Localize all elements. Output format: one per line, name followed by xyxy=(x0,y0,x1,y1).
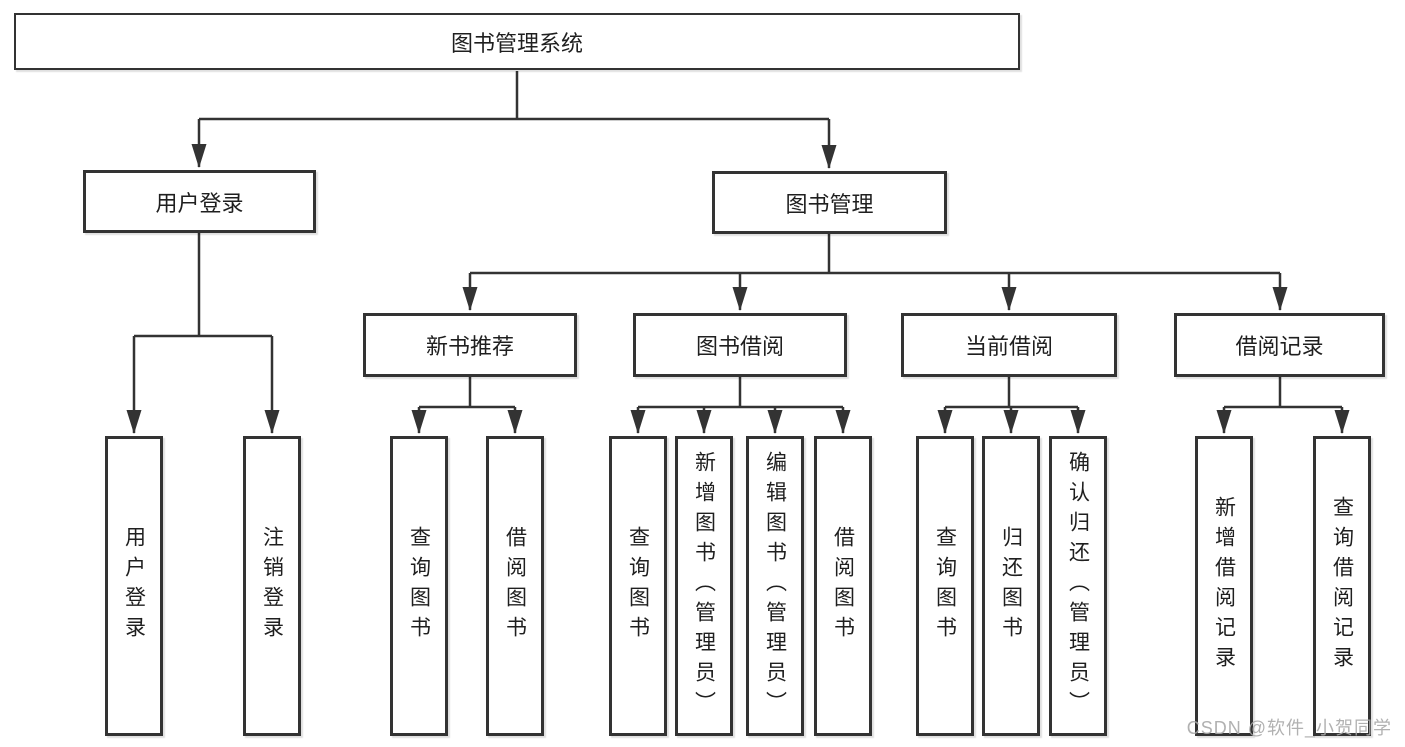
node-label: 查询图书 xyxy=(626,526,650,646)
node-label: 查询图书 xyxy=(407,526,431,646)
node-label: 新增借阅记录 xyxy=(1212,496,1236,676)
node-user-login: 用户登录 xyxy=(83,170,316,233)
node-label: 借阅图书 xyxy=(831,526,855,646)
node-label: 图书管理系统 xyxy=(450,30,583,56)
leaf-borrow-books: 借阅图书 xyxy=(814,436,872,736)
node-label: 图书管理 xyxy=(785,191,874,217)
leaf-query-books-current: 查询图书 xyxy=(916,436,974,736)
node-label: 用户登录 xyxy=(122,526,146,646)
node-label: 借阅记录 xyxy=(1235,334,1324,359)
node-label: 查询借阅记录 xyxy=(1330,496,1354,676)
node-label: 查询图书 xyxy=(933,526,957,646)
leaf-query-books-borrow: 查询图书 xyxy=(609,436,667,736)
leaf-add-borrow-record: 新增借阅记录 xyxy=(1195,436,1253,736)
leaf-confirm-return-admin: 确认归还（管理员） xyxy=(1049,436,1107,736)
node-label: 借阅图书 xyxy=(503,526,527,646)
csdn-watermark: CSDN @软件_小贺同学 xyxy=(1186,718,1392,738)
node-label: 图书借阅 xyxy=(695,334,784,359)
node-book-management: 图书管理 xyxy=(712,171,947,234)
leaf-edit-book-admin: 编辑图书（管理员） xyxy=(746,436,804,736)
node-label: 编辑图书（管理员） xyxy=(763,451,787,721)
node-label: 注销登录 xyxy=(260,526,284,646)
node-book-borrowing: 图书借阅 xyxy=(633,313,847,377)
leaf-query-borrow-record: 查询借阅记录 xyxy=(1313,436,1371,736)
leaf-query-books-recommend: 查询图书 xyxy=(390,436,448,736)
node-label: 当前借阅 xyxy=(964,334,1053,359)
leaf-logout: 注销登录 xyxy=(243,436,301,736)
node-label: 用户登录 xyxy=(155,190,244,216)
node-current-borrowing: 当前借阅 xyxy=(901,313,1117,377)
node-label: 确认归还（管理员） xyxy=(1066,451,1090,721)
node-borrowing-records: 借阅记录 xyxy=(1174,313,1385,377)
leaf-user-login: 用户登录 xyxy=(105,436,163,736)
node-library-management-system: 图书管理系统 xyxy=(14,13,1020,70)
leaf-borrow-books-recommend: 借阅图书 xyxy=(486,436,544,736)
leaf-add-book-admin: 新增图书（管理员） xyxy=(675,436,733,736)
node-label: 归还图书 xyxy=(999,526,1023,646)
leaf-return-books: 归还图书 xyxy=(982,436,1040,736)
node-label: 新增图书（管理员） xyxy=(692,451,716,721)
node-new-book-recommendation: 新书推荐 xyxy=(363,313,577,377)
node-label: 新书推荐 xyxy=(425,334,514,359)
